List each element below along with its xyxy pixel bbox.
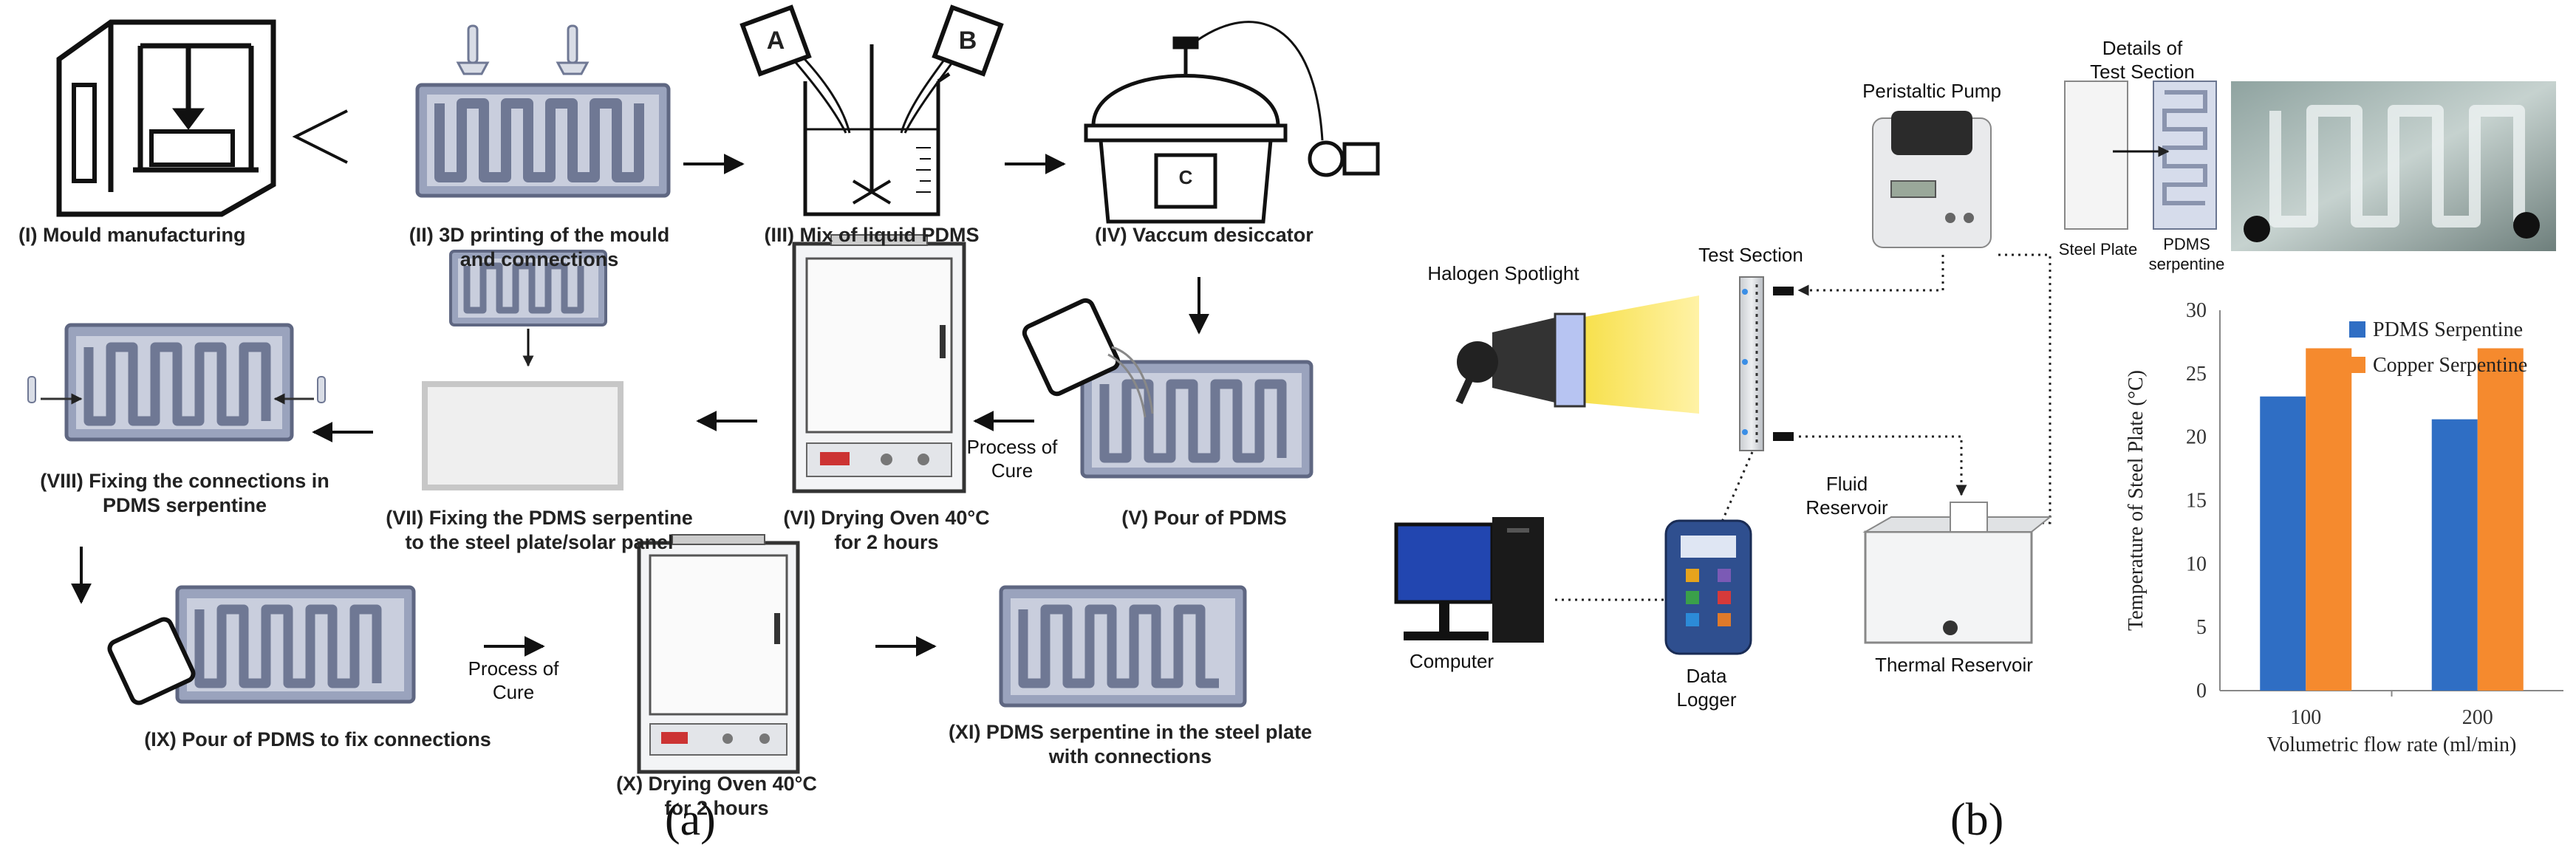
legend-swatch (2349, 357, 2365, 373)
data-logger-label: Data Logger (1676, 665, 1737, 711)
test-section-label: Test Section (1698, 244, 1803, 266)
halogen-spotlight-label: Halogen Spotlight (1427, 262, 1579, 284)
printer-illustration (56, 19, 276, 217)
process-of-cure-label: Process of Cure (966, 436, 1058, 482)
details-illustration (2064, 81, 2217, 230)
thermal-reservoir-label: Thermal Reservoir (1875, 654, 2033, 676)
bar-copper-serpentine-200 (2477, 348, 2524, 691)
step-11-label: (XI) PDMS serpentine in the steel plate … (948, 721, 1313, 767)
step-2-label: (II) 3D printing of the mould and connec… (409, 224, 670, 270)
bar-copper-serpentine-100 (2306, 348, 2352, 691)
computer-label: Computer (1409, 650, 1494, 672)
chamber-c-label: C (1178, 166, 1193, 188)
bar-pdms-serpentine-100 (2260, 396, 2306, 691)
y-tick-label: 0 (2196, 680, 2207, 702)
bottle-b-label: B (958, 27, 977, 55)
legend-entry: PDMS Serpentine (2373, 318, 2523, 341)
final-serpentine-illustration (999, 585, 1247, 708)
step-1-label: (I) Mould manufacturing (18, 224, 246, 246)
pour-fix-illustration (107, 585, 416, 705)
y-tick-label: 5 (2196, 616, 2207, 639)
step-6-label: (VI) Drying Oven 40°C for 2 hours (783, 507, 990, 553)
step-5-label: (V) Pour of PDMS (1121, 507, 1287, 529)
step-10-label: (X) Drying Oven 40°C for 2 hours (616, 773, 817, 819)
panel-b-letter: (b) (1950, 795, 2004, 845)
bottle-a-label: A (766, 27, 785, 55)
step-7-label: (VII) Fixing the PDMS serpentine to the … (386, 507, 693, 553)
pdms-serpentine-label: PDMS serpentine (2148, 235, 2225, 273)
y-tick-label: 15 (2186, 490, 2207, 513)
photo-illustration (2231, 81, 2556, 251)
steel-plate-label: Steel Plate (2058, 240, 2138, 259)
y-tick-label: 25 (2186, 363, 2207, 386)
step-3-label: (III) Mix of liquid PDMS (764, 224, 980, 246)
halogen-spotlight-illustration (1455, 295, 1699, 414)
y-tick-label: 10 (2186, 553, 2207, 575)
oven-illustration (792, 234, 966, 493)
fixing-connections-illustration (27, 323, 326, 442)
fluid-reservoir-label: Fluid Reservoir (1805, 473, 1888, 519)
mould-serpentine (415, 83, 671, 198)
panel-a-letter: (a) (665, 795, 716, 845)
x-axis-label: Volumetric flow rate (ml/min) (2267, 733, 2517, 756)
data-logger-illustration (1664, 519, 1752, 655)
y-axis-label: Temperature of Steel Plate (°C) (2125, 370, 2148, 631)
x-tick-label: 200 (2462, 706, 2493, 729)
bar-pdms-serpentine-200 (2431, 419, 2478, 691)
bottle-b-icon (932, 4, 1004, 77)
process-of-cure-label-2: Process of Cure (468, 657, 559, 703)
legend-entry: Copper Serpentine (2373, 354, 2527, 377)
peristaltic-pump-label: Peristaltic Pump (1862, 80, 2001, 102)
details-title-label: Details of Test Section (2090, 37, 2195, 83)
split-arrow (292, 109, 348, 164)
bottle-a-icon (739, 4, 812, 77)
legend-swatch (2349, 321, 2365, 338)
serpentine-plate-illustration (422, 250, 623, 490)
step-9-label: (IX) Pour of PDMS to fix connections (144, 728, 491, 750)
y-tick-label: 20 (2186, 426, 2207, 449)
y-tick-label: 30 (2186, 299, 2207, 322)
desiccator-illustration (1084, 21, 1380, 224)
step-4-label: (IV) Vaccum desiccator (1095, 224, 1313, 246)
peristaltic-pump-illustration (1872, 111, 1992, 248)
pour-pdms-illustration (1022, 298, 1313, 479)
computer-illustration (1394, 517, 1544, 643)
connector-icon (456, 24, 590, 75)
test-section-illustration (1739, 276, 1794, 451)
thermal-reservoir-illustration (1862, 502, 2052, 644)
oven-2-illustration (637, 534, 800, 774)
x-tick-label: 100 (2290, 706, 2321, 729)
step-8-label: (VIII) Fixing the connections in PDMS se… (40, 470, 329, 516)
beaker-illustration (782, 43, 962, 216)
